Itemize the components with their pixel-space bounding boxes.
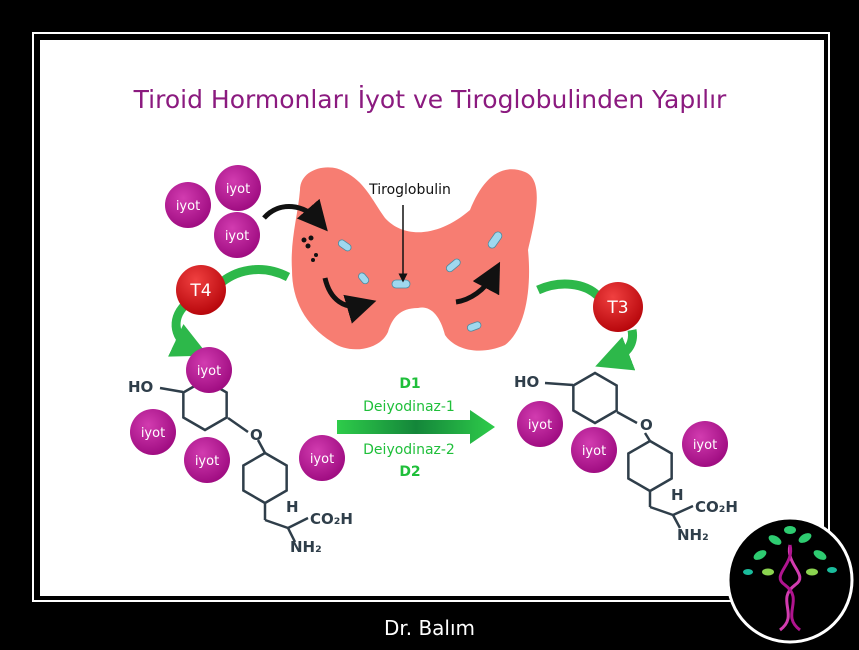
iodine-ball [215, 165, 261, 211]
d1-code: D1 [399, 376, 420, 392]
iodine-atom: iyot [517, 401, 563, 447]
iodine-ball [186, 347, 232, 393]
bond [671, 514, 682, 529]
slide-title: Tiroid Hormonları İyot ve Tiroglobulinde… [133, 85, 727, 114]
t3-nh2: NH₂ [677, 526, 709, 544]
iodine-atom: iyot [682, 421, 728, 467]
thyroglobulin-label: Tiroglobulin [368, 182, 451, 198]
iodine-label: iyot [176, 199, 200, 214]
bond [287, 516, 309, 530]
t4-molecule: HO O H CO₂H NH₂ [128, 378, 353, 556]
bond [286, 527, 297, 543]
iodine-ball [184, 437, 230, 483]
tree-logo [726, 516, 854, 644]
bond [643, 432, 652, 442]
iodine-atom: iyot [215, 165, 261, 211]
t4-o: O [250, 426, 263, 444]
t3-o: O [640, 416, 653, 434]
iodine-label: iyot [141, 426, 165, 441]
t4-ho: HO [128, 378, 153, 396]
iodine-atom: iyot [186, 347, 232, 393]
iodine-ball [130, 409, 176, 455]
iodine-ball [165, 182, 211, 228]
iodine-atoms: iyot iyot iyot iyot iyot iyot iyot iyot iyot iyot [130, 165, 728, 483]
t4-co2h: CO₂H [310, 510, 353, 528]
iodine-label: iyot [693, 438, 717, 453]
conversion-arrow [337, 410, 495, 444]
iodine-ball [214, 212, 260, 258]
bond [159, 386, 184, 394]
iodine-atom: iyot [130, 409, 176, 455]
iodine-atom: iyot [299, 435, 345, 481]
bond [264, 518, 289, 530]
green-arrows [168, 265, 638, 371]
footer-author: Dr. Balım [383, 616, 476, 640]
bond [672, 504, 694, 517]
iodine-label: iyot [226, 182, 250, 197]
t4-badge: T4 [176, 265, 226, 315]
bond [616, 410, 638, 425]
benzene-ring [182, 378, 228, 432]
iodine-label: iyot [582, 444, 606, 459]
t3-h: H [671, 486, 684, 504]
d1-name: Deiyodinaz-1 [363, 399, 455, 415]
benzene-ring [572, 371, 618, 425]
benzene-ring [627, 439, 673, 493]
iodine-ball [299, 435, 345, 481]
t3-label: T3 [606, 298, 628, 318]
t4-label: T4 [189, 281, 211, 301]
iodine-atom: iyot [184, 437, 230, 483]
t3-molecule: HO O H CO₂H NH₂ [514, 373, 738, 544]
t3-badge: T3 [593, 282, 643, 332]
iodine-dots [301, 235, 318, 262]
bond [649, 505, 674, 517]
bond [256, 439, 267, 454]
iodine-label: iyot [310, 452, 334, 467]
iodine-label: iyot [197, 364, 221, 379]
iodine-label: iyot [195, 454, 219, 469]
bond [544, 381, 574, 387]
bond [227, 416, 249, 434]
iodine-atom: iyot [165, 182, 211, 228]
iodine-label: iyot [528, 418, 552, 433]
benzene-ring [242, 451, 288, 505]
iodine-ball [682, 421, 728, 467]
iodine-atom: iyot [571, 427, 617, 473]
molecule-bonds [159, 371, 694, 543]
thyroglobulin-particles [337, 231, 503, 332]
black-arrows [262, 198, 501, 324]
iodine-ball [571, 427, 617, 473]
iodine-label: iyot [225, 229, 249, 244]
t4-nh2: NH₂ [290, 538, 322, 556]
iodine-atom: iyot [214, 212, 260, 258]
d2-name: Deiyodinaz-2 [363, 442, 455, 458]
t3-ho: HO [514, 373, 539, 391]
t4-h: H [286, 498, 299, 516]
slide-panel [40, 40, 824, 596]
t3-co2h: CO₂H [695, 498, 738, 516]
d2-code: D2 [399, 464, 420, 480]
iodine-ball [517, 401, 563, 447]
